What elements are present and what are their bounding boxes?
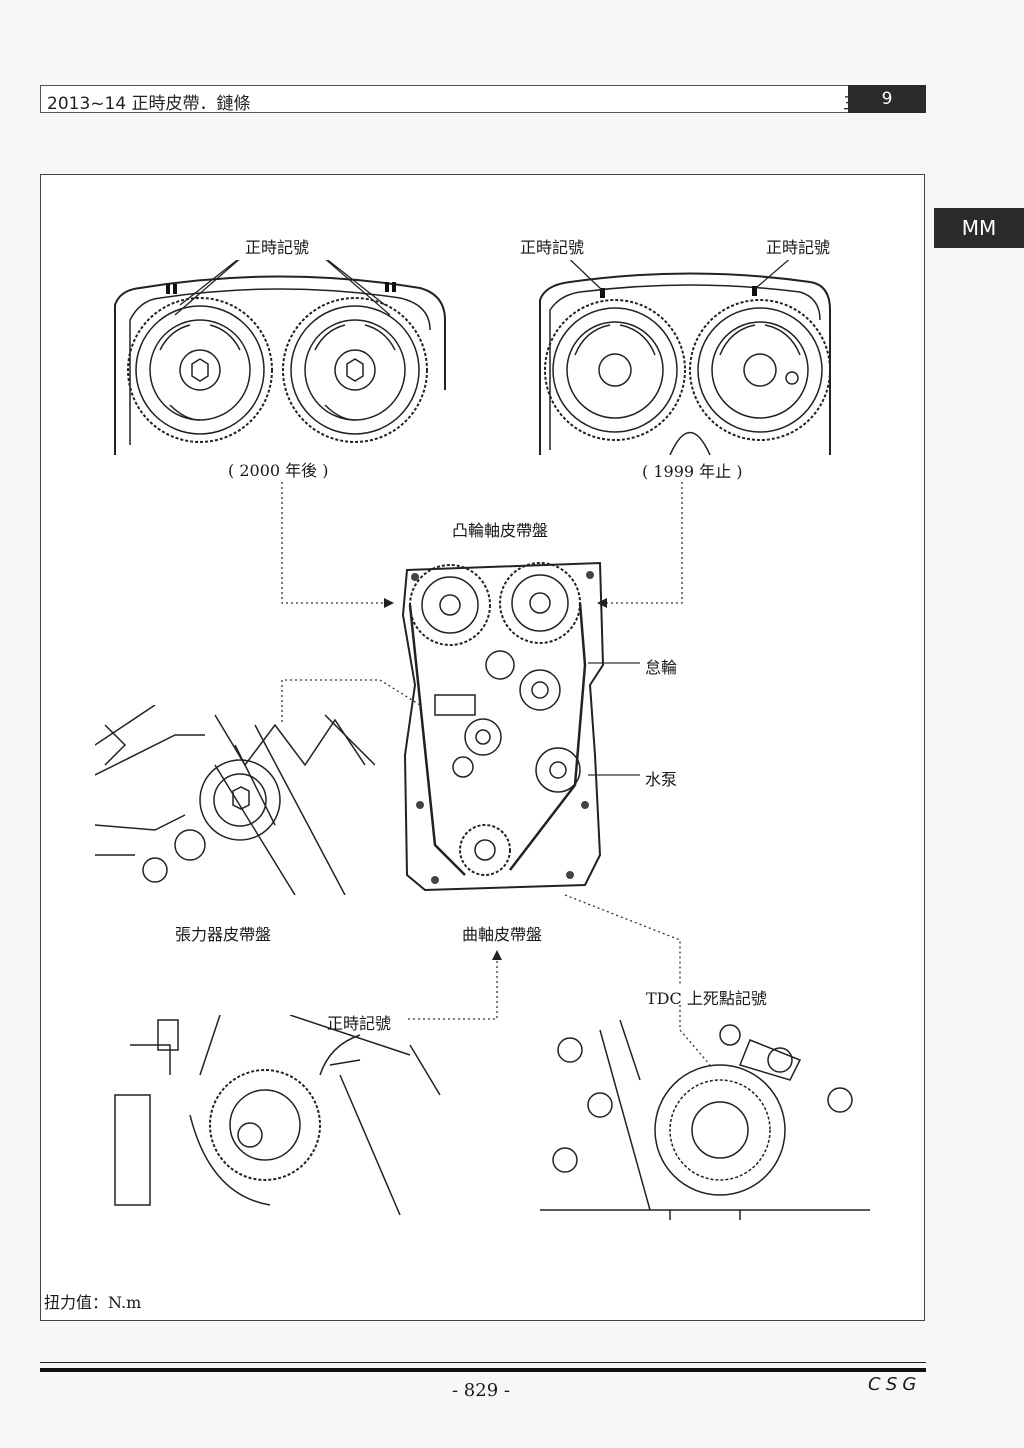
timing-mark-label-1999-right: 正時記號 <box>766 238 831 257</box>
water-pump-label: 水泵 <box>645 770 678 789</box>
camshaft-gears-1999-diagram <box>539 260 831 456</box>
crankshaft-pulley-detail <box>114 1015 441 1216</box>
publisher-mark: CSG <box>868 1374 922 1395</box>
tdc-mark-label: TDC 上死點記號 <box>646 989 767 1008</box>
tdc-mark-detail <box>540 1020 870 1220</box>
figure-frame <box>40 174 925 1321</box>
idler-pulley-label: 怠輪 <box>645 658 678 677</box>
footer-rule <box>40 1362 926 1363</box>
tensioner-pulley-label: 張力器皮帶盤 <box>175 925 272 944</box>
caption-after-2000: ( 2000 年後 ) <box>228 461 329 480</box>
crankshaft-pulley-label: 曲軸皮帶盤 <box>462 925 543 944</box>
timing-mark-label-1999-left: 正時記號 <box>520 238 585 257</box>
caption-until-1999: ( 1999 年止 ) <box>642 462 743 481</box>
timing-mark-label-crank: 正時記號 <box>327 1014 392 1033</box>
camshaft-pulley-label: 凸輪軸皮帶盤 <box>452 521 549 540</box>
tensioner-pulley-detail <box>95 705 375 895</box>
header-title: 2013~14 正時皮帶．鏈條 <box>47 94 251 114</box>
section-tab: MM <box>934 208 1024 248</box>
camshaft-gears-2000-diagram <box>114 260 446 455</box>
chapter-badge: 9 <box>848 85 926 113</box>
page-number: - 829 - <box>452 1380 510 1401</box>
page-header: 2013~14 正時皮帶．鏈條 三菱 9 <box>40 85 926 114</box>
timing-mark-label-2000: 正時記號 <box>245 238 310 257</box>
footer-rule-thick <box>40 1368 926 1372</box>
engine-timing-belt-diagram <box>401 561 605 892</box>
torque-unit-note: 扭力值：N.m <box>44 1293 142 1312</box>
